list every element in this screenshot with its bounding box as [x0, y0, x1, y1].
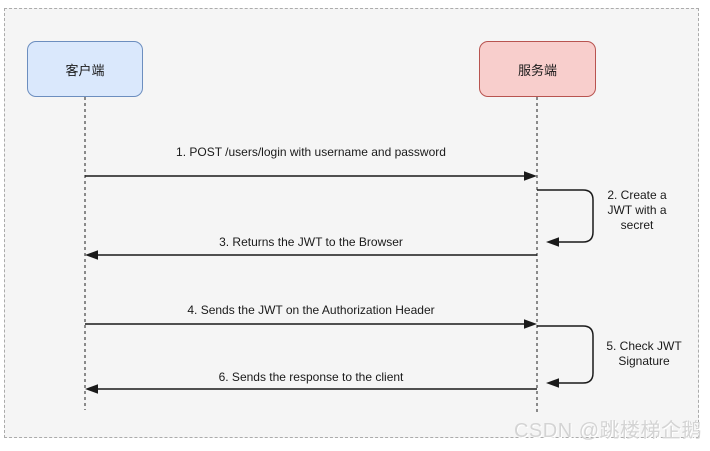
message-3-arrowhead-icon [85, 250, 98, 260]
message-4-label: 4. Sends the JWT on the Authorization He… [187, 303, 435, 317]
actor-server-label: 服务端 [517, 62, 557, 78]
message-5-self-loop [537, 325, 594, 384]
message-6-label: 6. Sends the response to the client [218, 370, 404, 384]
message-3-label: 3. Returns the JWT to the Browser [219, 235, 403, 249]
actor-client-box: 客户端 [27, 41, 143, 97]
message-5-arrowhead-icon [546, 378, 559, 388]
message-6-arrowhead-icon [85, 384, 98, 394]
message-1-arrowhead-icon [524, 171, 537, 181]
message-2-self-loop [537, 189, 594, 243]
csdn-watermark: CSDN @跳楼梯企鹅 [513, 420, 702, 442]
message-1-label: 1. POST /users/login with username and p… [176, 145, 446, 159]
message-5-label: 5. Check JWT Signature [606, 339, 682, 368]
message-2-label: 2. Create a JWT with a secret [607, 188, 667, 232]
actor-client-label: 客户端 [65, 62, 105, 78]
message-2-arrowhead-icon [546, 237, 559, 247]
message-4-arrowhead-icon [524, 319, 537, 329]
actor-server-box: 服务端 [479, 41, 596, 97]
